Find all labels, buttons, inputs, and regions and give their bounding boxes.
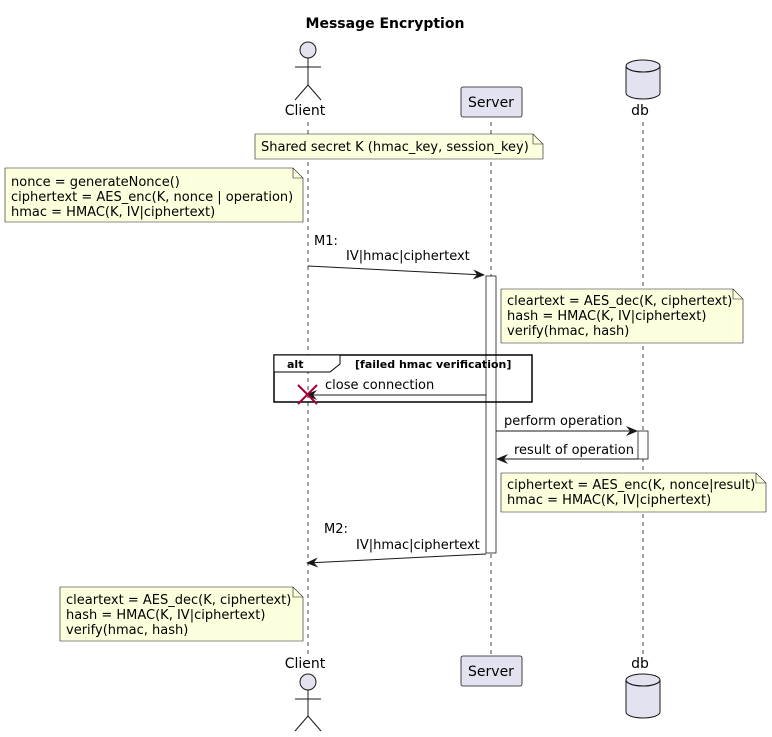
note-line: nonce = generateNonce() [11, 175, 180, 190]
client-actor-top: Client [285, 41, 326, 119]
note-line: hash = HMAC(K, IV|ciphertext) [66, 608, 265, 623]
message-m1: M1: IV|hmac|ciphertext [307, 234, 485, 280]
db-database-bottom: db [625, 656, 661, 719]
note-line: ciphertext = AES_enc(K, nonce | operatio… [11, 190, 293, 205]
note-client-verify: cleartext = AES_dec(K, ciphertext) hash … [59, 586, 304, 642]
message-label: M2: [324, 522, 348, 537]
alt-keyword: alt [287, 358, 303, 371]
client-label: Client [285, 656, 326, 672]
server-label: Server [468, 664, 514, 680]
actor-icon [294, 41, 322, 101]
message-label: IV|hmac|ciphertext [356, 538, 480, 553]
destroy-icon [297, 384, 318, 405]
server-activation [485, 275, 497, 554]
client-actor-bottom: Client [285, 656, 326, 732]
note-line: cleartext = AES_dec(K, ciphertext) [507, 294, 732, 309]
note-line: verify(hmac, hash) [66, 623, 188, 638]
server-participant-bottom: Server [460, 655, 523, 687]
note-server-encrypt: ciphertext = AES_enc(K, nonce|result) hm… [500, 472, 767, 513]
alt-condition: [failed hmac verification] [355, 358, 511, 371]
db-database-top: db [625, 59, 661, 119]
database-icon [625, 673, 661, 719]
db-label: db [631, 103, 649, 119]
note-line: ciphertext = AES_enc(K, nonce|result) [507, 478, 755, 493]
message-arrow [306, 553, 487, 568]
message-m2: M2: IV|hmac|ciphertext [306, 522, 487, 568]
message-label: close connection [325, 378, 434, 393]
message-label: IV|hmac|ciphertext [346, 249, 470, 264]
database-icon [625, 59, 661, 100]
note-line: cleartext = AES_dec(K, ciphertext) [66, 593, 291, 608]
diagram-title: Message Encryption [306, 16, 465, 32]
message-label: M1: [314, 234, 338, 249]
message-perform-operation: perform operation [496, 414, 638, 436]
db-label: db [631, 656, 649, 672]
note-line: hmac = HMAC(K, IV|ciphertext) [11, 205, 215, 220]
note-server-verify: cleartext = AES_dec(K, ciphertext) hash … [500, 288, 744, 344]
client-label: Client [285, 103, 326, 119]
actor-icon [294, 673, 322, 732]
note-shared-secret: Shared secret K (hmac_key, session_key) [254, 133, 544, 160]
alt-fragment: alt [failed hmac verification] close con… [273, 354, 533, 405]
message-label: perform operation [504, 414, 622, 429]
server-label: Server [468, 95, 514, 111]
note-text: Shared secret K (hmac_key, session_key) [261, 140, 529, 155]
message-arrow [307, 265, 485, 280]
note-line: hmac = HMAC(K, IV|ciphertext) [507, 493, 711, 508]
note-client-prep: nonce = generateNonce() ciphertext = AES… [4, 167, 304, 223]
server-participant-top: Server [460, 86, 523, 118]
db-activation [637, 430, 649, 460]
note-line: verify(hmac, hash) [507, 324, 629, 339]
message-result-of-operation: result of operation [496, 443, 638, 464]
note-line: hash = HMAC(K, IV|ciphertext) [507, 309, 706, 324]
message-label: result of operation [514, 443, 634, 458]
